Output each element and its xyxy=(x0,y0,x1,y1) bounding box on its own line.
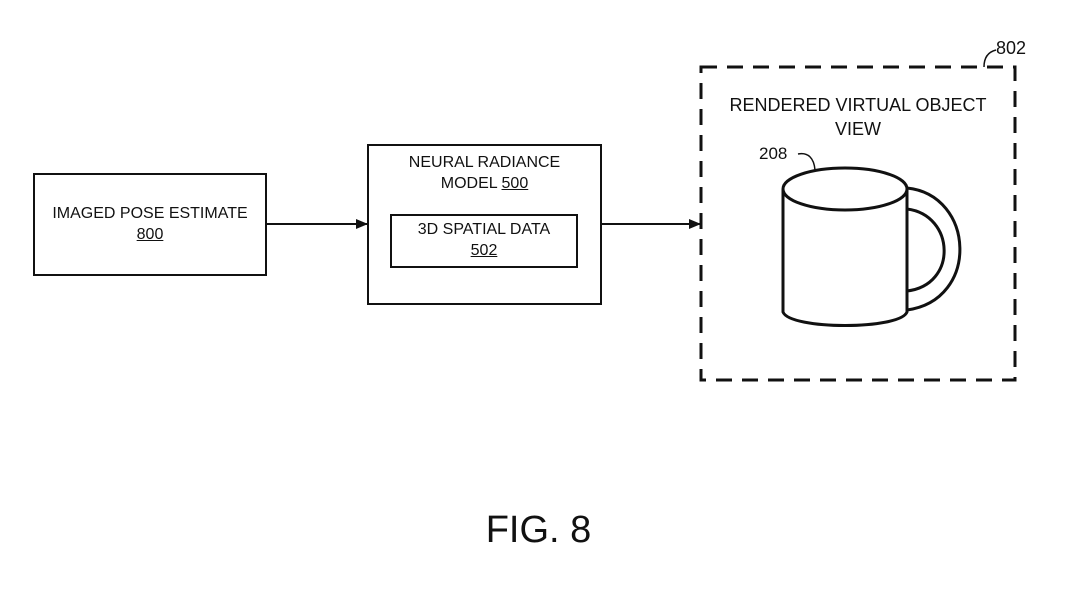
3d-spatial-data-block xyxy=(390,214,578,268)
rendered-view-label-line2: VIEW xyxy=(834,119,881,139)
ref-208: 208 xyxy=(759,144,788,163)
mug-body xyxy=(781,189,909,327)
neural-radiance-model-label-line2: MODEL xyxy=(440,175,498,192)
neural-radiance-model-label-line1: NEURAL RADIANCE xyxy=(408,154,561,171)
rendered-view-container xyxy=(699,65,1017,382)
ref-502: 502 xyxy=(470,242,498,259)
leader-802 xyxy=(983,49,997,68)
imaged-pose-estimate-block xyxy=(33,173,267,276)
leader-208 xyxy=(797,152,816,171)
rendered-view-label-line1: RENDERED VIRTUAL OBJECT xyxy=(729,95,987,115)
mug-icon xyxy=(781,166,962,327)
mug-handle-outer xyxy=(906,186,962,312)
ref-800: 800 xyxy=(136,226,164,243)
ref-802: 802 xyxy=(996,38,1027,58)
figure-caption: FIG. 8 xyxy=(485,509,592,551)
mug-rim xyxy=(781,166,909,212)
imaged-pose-estimate-label: IMAGED POSE ESTIMATE xyxy=(52,205,248,222)
ref-500: 500 xyxy=(501,175,529,192)
mug-handle-inner xyxy=(906,207,946,293)
3d-spatial-data-label: 3D SPATIAL DATA xyxy=(417,221,551,238)
